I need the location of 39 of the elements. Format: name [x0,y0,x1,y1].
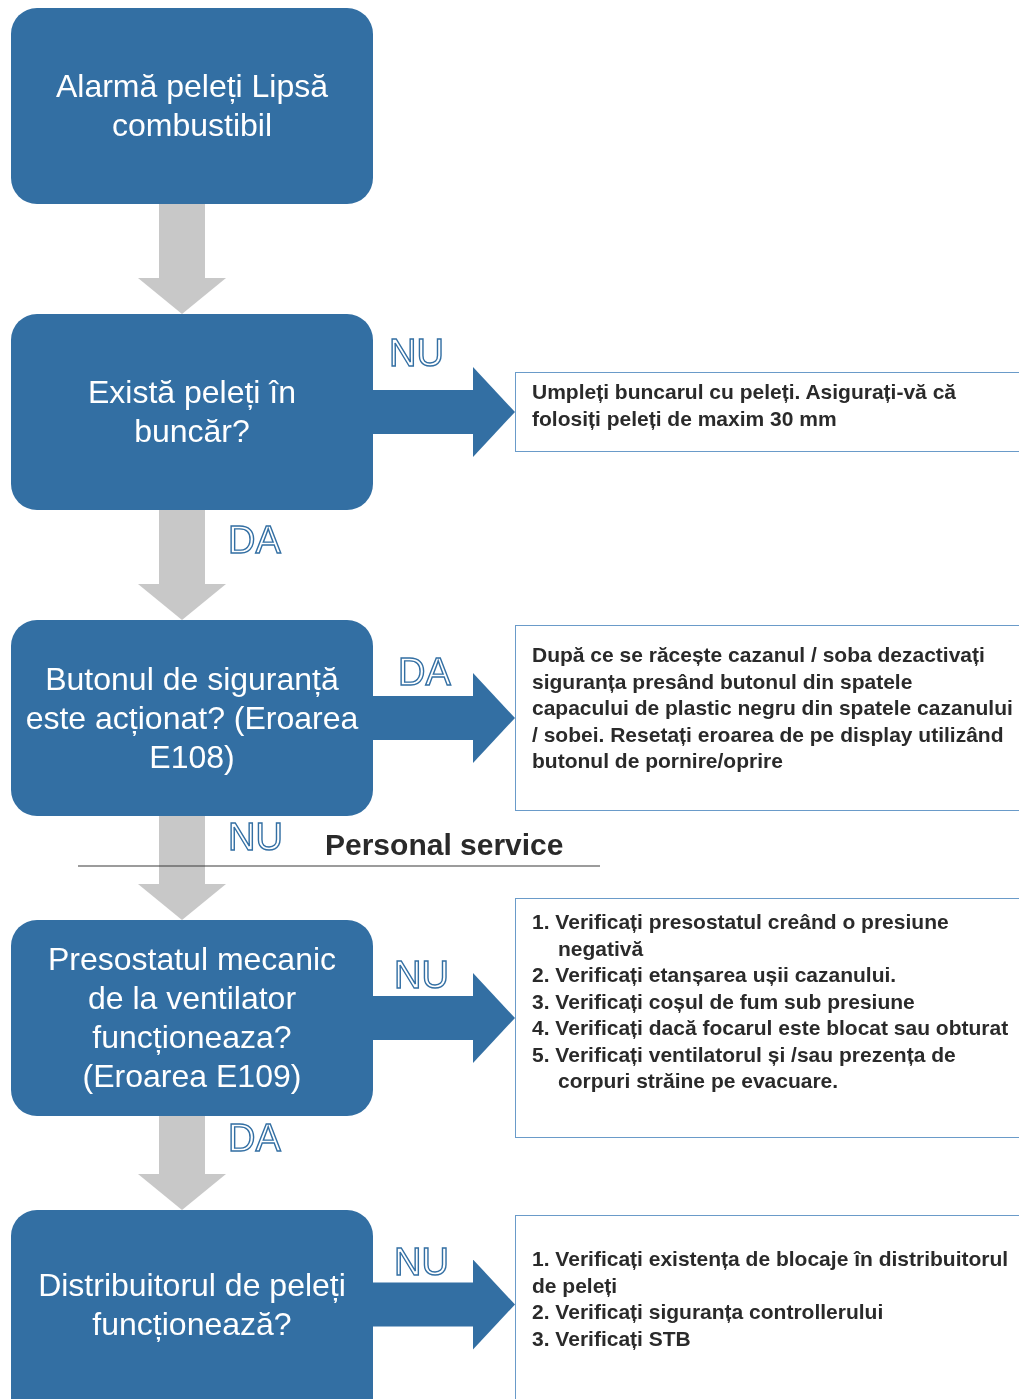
edge-label: NU [394,1242,449,1282]
list-item: 3. Verificați coșul de fum sub presiune [532,988,916,1015]
edge-label: DA [398,652,451,692]
list-item: 3. Verificați STB [532,1325,692,1352]
edge-label: DA [228,1118,281,1158]
instruction-text: După ce se răcește cazanul / soba dezactivați siguranța presând butonul din spatele capacului de plastic negru din spatele cazanului / sobei. Resetați eroarea de pe display utilizând butonul de pornire/oprire [532,642,1013,774]
process-box [11,314,373,510]
edge-label: NU [389,333,444,373]
block-arrow [373,973,515,1063]
step-text: Există peleți în buncăr? [87,373,297,451]
block-arrow [138,204,226,314]
list-item: 4. Verificați dacă focarul este blocat sau obturat [532,1015,1010,1041]
step-text: Presostatul mecanic de la ventilator funcționeaza? (Eroarea E109) [46,940,338,1096]
step-text: Butonul de siguranță este acționat? (Eroarea E108) [24,659,360,777]
list-item: 2. Verificați siguranța controllerului [532,1299,885,1325]
block-arrow [138,816,226,920]
instruction-box [515,372,1019,452]
process-box [11,1210,373,1399]
list-item: 5. Verificați ventilatorul și /sau prezența de corpuri străine pe evacuare. [532,1041,957,1094]
edge-label: DA [228,520,281,560]
instruction-text: Umpleți buncarul cu peleți. Asigurați-vă că folosiți peleți de maxim 30 mm [532,379,957,432]
list-item: 2. Verificați etanșarea ușii cazanului. [532,962,898,988]
block-arrow [138,510,226,620]
list-item: 1. Verificați presostatul creând o presiune negativă [532,909,950,962]
list-item: 1. Verificați existența de blocaje în distribuitorul de peleți [532,1246,1010,1299]
instruction-box [515,1215,1019,1399]
process-box [11,620,373,816]
process-box [11,8,373,204]
block-arrow [373,367,515,457]
block-arrow [373,1259,515,1350]
step-text: Alarmă peleți Lipsă combustibil [54,67,330,145]
step-text: Distribuitorul de peleți funcționează? [37,1265,347,1344]
instruction-box [515,898,1019,1138]
edge-label: NU [394,955,449,995]
process-box [11,920,373,1116]
block-arrow [373,673,515,763]
edge-label: NU [228,817,283,857]
instruction-box [515,625,1019,811]
section-heading: Personal service [325,827,564,863]
